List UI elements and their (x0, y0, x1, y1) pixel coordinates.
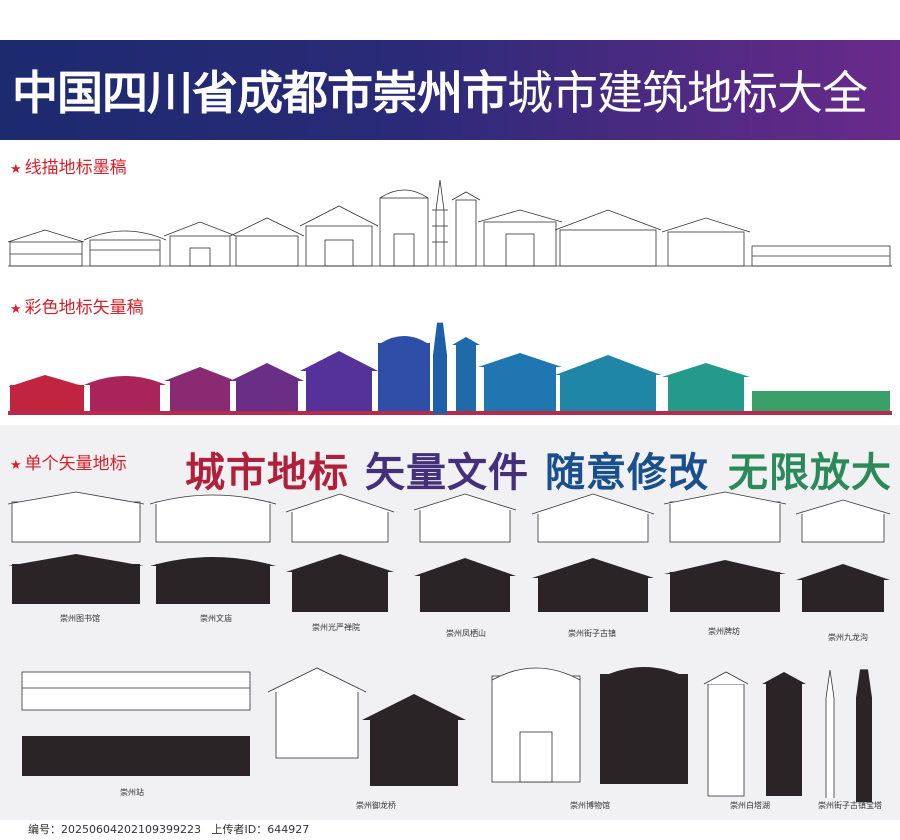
caption-paifang: 崇州牌坊 (708, 627, 740, 636)
caption-jiulonggou: 崇州九龙沟 (828, 633, 868, 642)
footer-uploader-value: 644927 (267, 823, 310, 836)
slogan-vector-file: 矢量文件 (365, 449, 529, 496)
slogan-edit-freely: 随意修改 (545, 449, 709, 496)
star-icon: ★ (10, 458, 22, 473)
footer-id-value: 20250604202109399223 (61, 823, 201, 836)
caption-temple: 崇州文庙 (200, 614, 232, 623)
color-museum (378, 343, 430, 411)
outline-paifang (669, 501, 781, 543)
footer-id-label: 编号： (28, 823, 61, 836)
silhouette-yulong (370, 716, 458, 786)
footer: 编号：20250604202109399223 上传者ID：644927 (0, 820, 900, 840)
caption-guangyan: 崇州光严禅院 (312, 623, 360, 632)
color-tower (456, 345, 476, 411)
footer-uploader-label: 上传者ID： (211, 823, 268, 836)
star-icon: ★ (10, 162, 22, 177)
line-tower (455, 199, 477, 267)
color-pagoda (433, 322, 447, 414)
section-label-color: ★彩色地标矢量稿 (10, 298, 144, 318)
outline-jiulonggou (801, 511, 885, 543)
outline-pagoda (825, 669, 835, 798)
line-art-skyline (7, 179, 892, 267)
color-skyline (8, 322, 892, 415)
line-temple (89, 239, 161, 267)
silhouette-whitetower (766, 684, 802, 796)
color-fengqi (236, 379, 298, 411)
silhouette-street (538, 576, 648, 612)
single-landmarks-row-1 (7, 491, 891, 612)
single-landmarks-row-2 (21, 667, 872, 802)
outline-temple (155, 501, 271, 543)
caption-yulong: 崇州御龙桥 (356, 801, 396, 810)
section-label-line-art: ★线描地标墨稿 (10, 158, 127, 178)
outline-library (11, 501, 141, 543)
silhouette-jiulonggou (802, 578, 884, 612)
title-part-1: 中国四川省成都市崇州市 (12, 66, 508, 120)
outline-yulong (275, 687, 359, 759)
caption-baitabridge: 崇州白塔湖 (730, 801, 770, 810)
outline-street (537, 511, 649, 543)
title-part-2: 城市建筑地标大全 (507, 66, 868, 120)
caption-pagoda: 崇州街子古镇宝塔 (818, 801, 882, 810)
silhouette-station (22, 736, 250, 776)
outline-whitetower (707, 683, 745, 797)
silhouette-pagoda (856, 669, 872, 802)
color-station (752, 391, 890, 411)
slogan-infinite-zoom: 无限放大 (728, 449, 892, 496)
color-temple (90, 383, 160, 411)
line-museum (379, 197, 429, 267)
silhouette-fengqi (420, 574, 510, 612)
line-pagoda (435, 179, 445, 266)
caption-street: 崇州街子古镇 (568, 629, 616, 638)
section-label-single: ★单个矢量地标 (10, 454, 127, 474)
caption-museum: 崇州博物馆 (570, 801, 610, 810)
color-gate (668, 375, 744, 411)
color-library (10, 385, 84, 411)
silhouette-temple (156, 564, 270, 604)
color-paifang (560, 373, 656, 411)
line-gate (667, 231, 745, 267)
color-guangyan (170, 379, 230, 411)
title-banner: 中国四川省成都市崇州市城市建筑地标大全 (0, 40, 900, 140)
color-street (306, 369, 372, 411)
outline-station (21, 671, 251, 711)
line-paifang (559, 229, 657, 267)
silhouette-paifang (670, 572, 780, 612)
line-jiulonggou (483, 221, 557, 267)
line-guangyan (169, 235, 231, 267)
caption-library: 崇州图书馆 (60, 614, 100, 623)
star-icon: ★ (10, 302, 22, 317)
line-street (305, 225, 373, 267)
line-fengqi (235, 235, 299, 267)
caption-station: 崇州站 (120, 788, 144, 797)
outline-fengqi (419, 507, 511, 543)
caption-fengqi: 崇州凤栖山 (446, 629, 486, 638)
silhouette-museum (600, 674, 688, 784)
slogan-city-landmark: 城市地标 (185, 449, 349, 496)
color-jiulonggou (484, 367, 556, 411)
silhouette-guangyan (292, 570, 388, 612)
silhouette-library (12, 564, 140, 604)
outline-guangyan (291, 509, 389, 543)
